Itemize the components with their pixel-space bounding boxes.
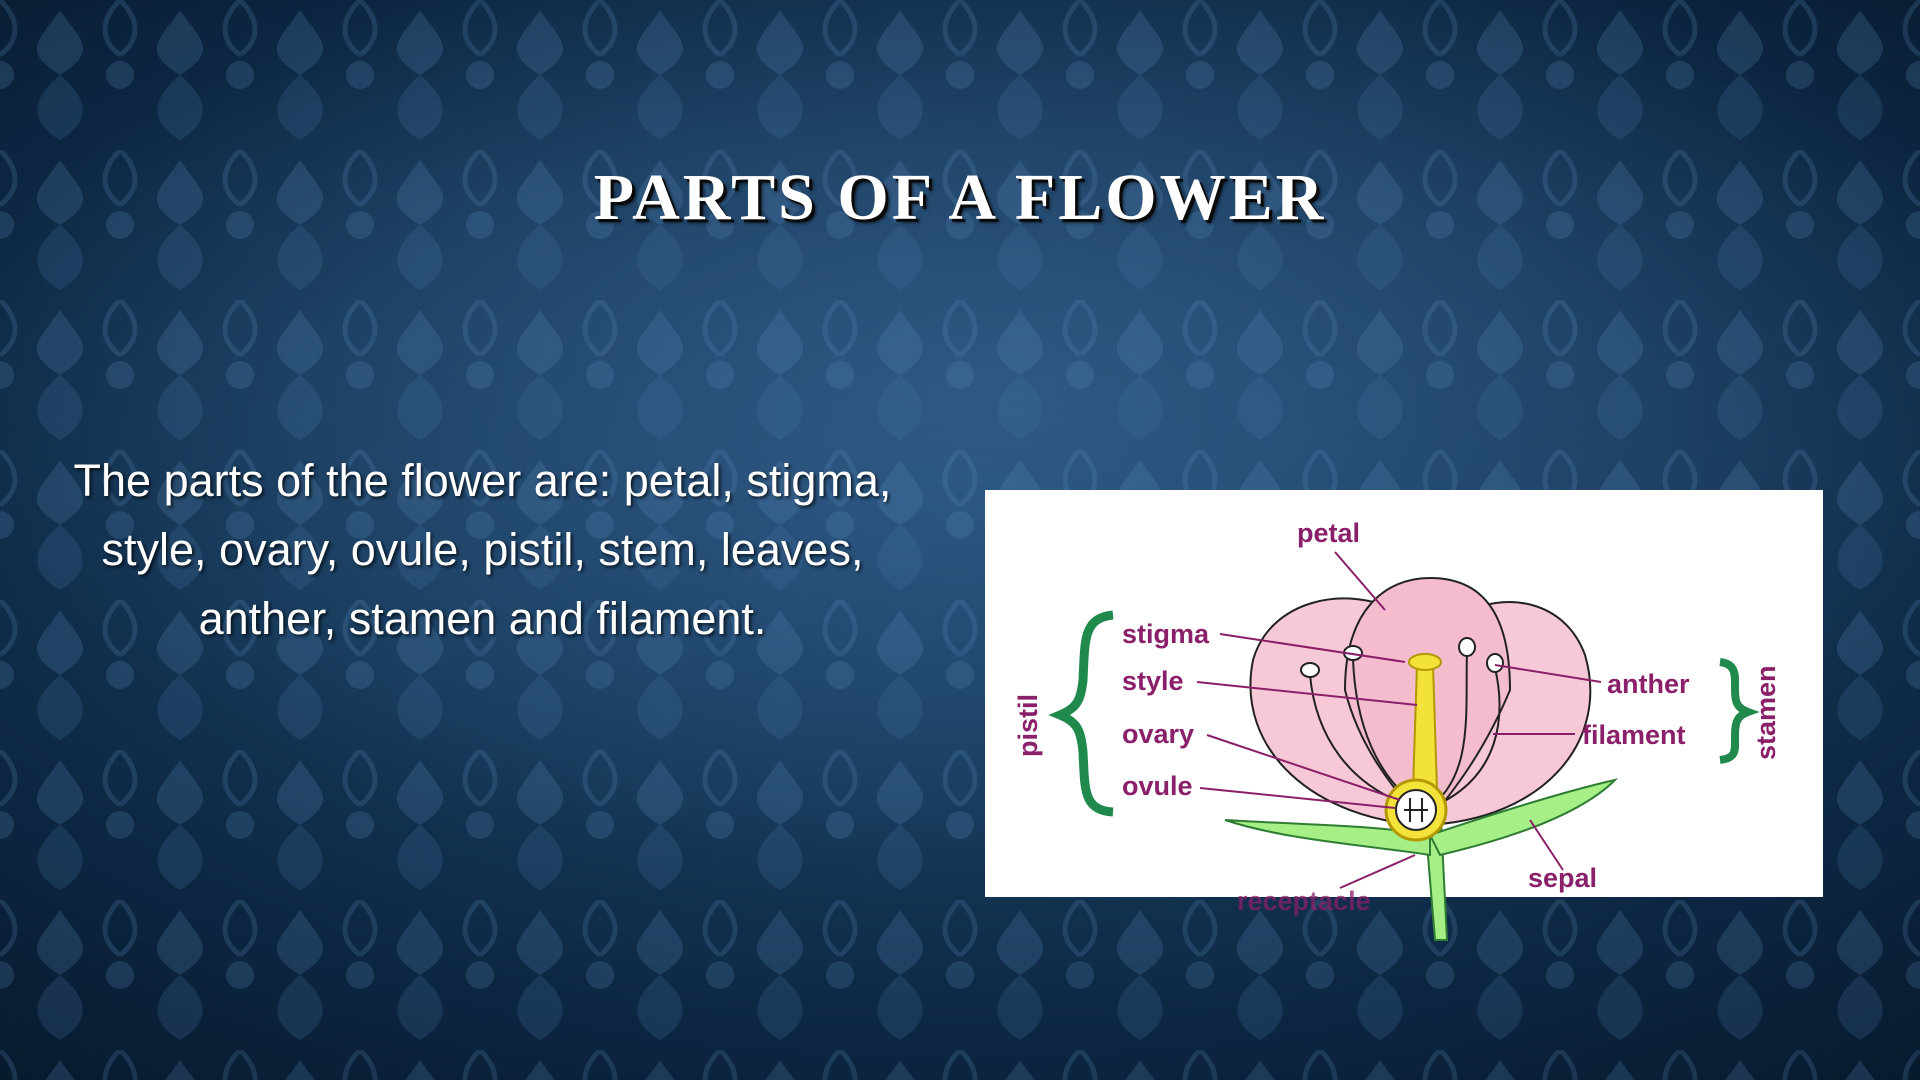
pistil-bracket <box>1048 610 1114 817</box>
label-stamen: stamen <box>1751 665 1781 760</box>
slide-body-text: The parts of the flower are: petal, stig… <box>73 455 892 644</box>
label-ovary: ovary <box>1122 719 1194 749</box>
label-sepal: sepal <box>1528 863 1597 893</box>
label-ovule: ovule <box>1122 771 1193 801</box>
label-style: style <box>1122 666 1184 696</box>
sepal-left-shape <box>1224 819 1431 857</box>
label-stigma: stigma <box>1122 619 1210 649</box>
leader-lines <box>1196 551 1602 889</box>
stigma-shape <box>1408 653 1442 671</box>
label-pistil: pistil <box>1013 694 1043 757</box>
ovule-detail <box>1404 798 1428 822</box>
flower-diagram-svg: petal stigma style ovary ovule pistil an… <box>1013 518 1781 941</box>
flower-diagram: petal stigma style ovary ovule pistil an… <box>985 490 1823 941</box>
sepal-right-shape <box>1428 778 1619 857</box>
pistil-style-shape <box>1411 664 1439 791</box>
anthers-group <box>1300 637 1504 678</box>
stamen-bracket <box>1719 658 1760 764</box>
label-receptacle: receptacle <box>1237 886 1371 916</box>
label-anther: anther <box>1607 669 1690 699</box>
label-petal: petal <box>1297 518 1360 548</box>
label-filament: filament <box>1582 720 1686 750</box>
slide-title: PARTS OF A FLOWER <box>593 161 1327 234</box>
